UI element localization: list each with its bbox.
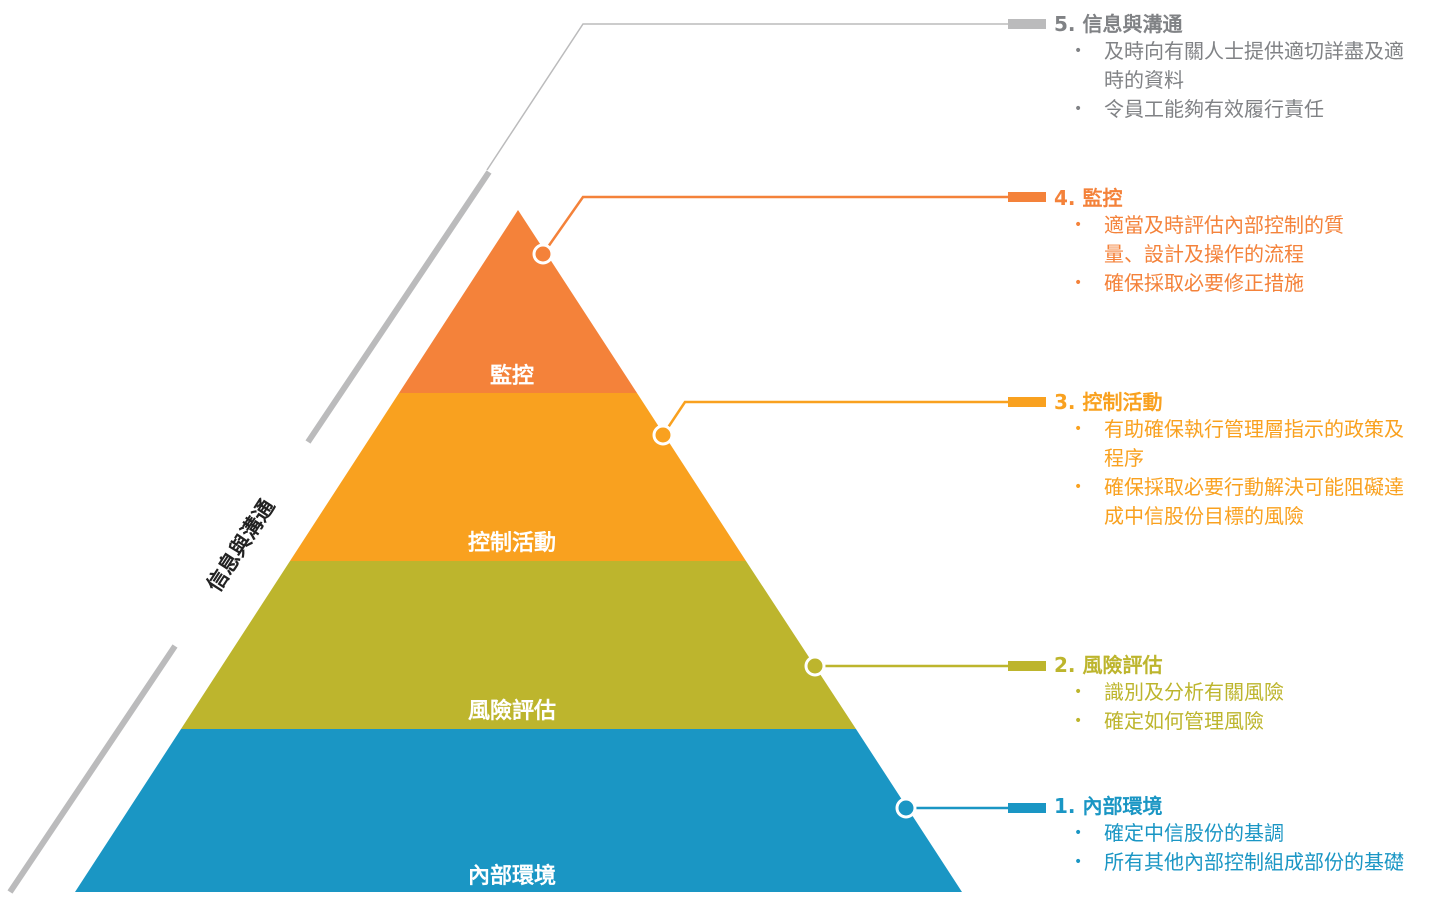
control-marker (1008, 397, 1046, 407)
legend-title: 5. 信息與溝通 (1054, 12, 1183, 36)
bullet-icon: • (1074, 421, 1083, 437)
level-label-risk: 風險評估 (467, 699, 556, 724)
legend-item: 確保採取必要行動解決可能阻礙達成中信股份目標的風險 (1104, 475, 1404, 528)
legend-item: 適當及時評估內部控制的質量、設計及操作的流程 (1104, 213, 1344, 266)
legend-item: 有助確保執行管理層指示的政策及程序 (1104, 417, 1404, 470)
monitoring-marker (1008, 192, 1046, 202)
legend-item: 識別及分析有關風險 (1104, 680, 1284, 704)
legend-item: 確保採取必要修正措施 (1104, 271, 1304, 295)
level-control-activities (290, 393, 746, 561)
legend-item: 確定如何管理風險 (1104, 709, 1264, 733)
legend-item: 所有其他內部控制組成部份的基礎 (1104, 850, 1404, 874)
bullet-icon: • (1074, 217, 1083, 233)
info-side-bar-bottom (7, 644, 178, 894)
bullet-icon: • (1074, 101, 1083, 117)
legend-title: 4. 監控 (1054, 186, 1123, 210)
risk-marker (1008, 661, 1046, 671)
control-connector (661, 400, 1008, 436)
legend-title: 1. 內部環境 (1054, 794, 1163, 818)
info-marker (1008, 19, 1046, 29)
legend-item: 確定中信股份的基調 (1104, 821, 1284, 845)
level-monitoring (399, 210, 637, 393)
bullet-icon: • (1074, 825, 1083, 841)
info-connector-line (486, 23, 1008, 171)
bullet-icon: • (1074, 479, 1083, 495)
bullet-icon: • (1074, 43, 1083, 59)
bullet-icon: • (1074, 854, 1083, 870)
risk-node (804, 655, 826, 677)
level-label-environment: 內部環境 (467, 864, 556, 889)
legend-risk-assessment: 2. 風險評估 • 識別及分析有關風險 • 確定如何管理風險 (1054, 652, 1446, 736)
legend-internal-environment: 1. 內部環境 • 確定中信股份的基調 • 所有其他內部控制組成部份的基礎 (1054, 793, 1446, 877)
legend-title: 2. 風險評估 (1054, 653, 1163, 677)
environment-node (895, 797, 917, 819)
monitoring-node (532, 243, 554, 265)
legend-monitoring: 4. 監控 • 適當及時評估內部控制的質量、設計及操作的流程 • 確保採取必要修正措… (1054, 185, 1446, 298)
level-label-monitoring: 監控 (489, 364, 534, 389)
info-side-bar-top (305, 170, 492, 444)
legend-item: 令員工能夠有效履行責任 (1104, 97, 1324, 121)
bullet-icon: • (1074, 713, 1083, 729)
environment-marker (1008, 803, 1046, 813)
legend-item: 及時向有關人士提供適切詳盡及適時的資料 (1104, 39, 1404, 92)
monitoring-connector (541, 195, 1008, 255)
bullet-icon: • (1074, 684, 1083, 700)
level-internal-environment (75, 729, 962, 892)
legend-control-activities: 3. 控制活動 • 有助確保執行管理層指示的政策及程序 • 確保採取必要行動解決可能… (1054, 389, 1446, 531)
control-node (652, 424, 674, 446)
level-risk-assessment (181, 561, 856, 729)
bullet-icon: • (1074, 275, 1083, 291)
level-label-control: 控制活動 (467, 531, 556, 556)
legend-title: 3. 控制活動 (1054, 390, 1163, 414)
legend-info-communication: 5. 信息與溝通 • 及時向有關人士提供適切詳盡及適時的資料 • 令員工能夠有效履行… (1054, 11, 1446, 124)
